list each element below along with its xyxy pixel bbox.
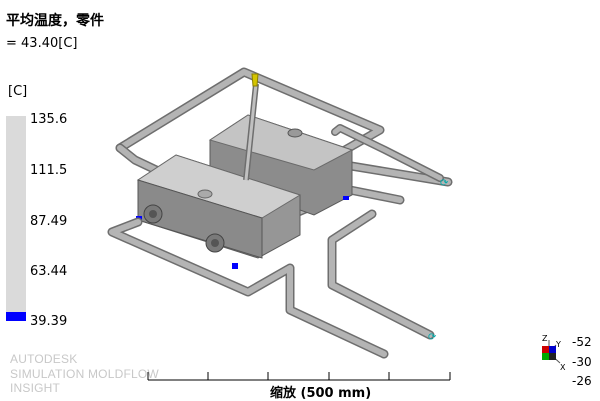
axis-label-y: Y [555,340,561,349]
color-legend-fill [6,312,26,321]
legend-tick: 39.39 [30,314,68,329]
brand-line: AUTODESK [10,352,78,366]
color-legend-bar [6,116,26,321]
hot-spot-marker [232,263,238,269]
scale-ruler [147,372,451,381]
coolant-inlet-icon: ⟳ [428,332,437,343]
legend-tick: 87.49 [30,214,68,229]
brand-line: SIMULATION MOLDFLOW [10,367,159,381]
injection-point-icon [251,73,259,87]
axis-label-z: Z [542,334,548,343]
brand-line: INSIGHT [10,381,61,395]
rotation-value: -52 [572,335,592,349]
legend-tick: 111.5 [30,163,68,178]
legend-unit: [C] [8,84,28,99]
legend-tick: 135.6 [30,112,68,127]
result-value: = 43.40[C] [6,36,78,51]
result-title: 平均温度，零件 [6,13,104,29]
sprue [243,73,259,181]
rotation-value: -26 [572,374,592,388]
legend-tick: 63.44 [30,264,68,279]
cooling-channels-front [107,209,435,359]
rotation-value: -30 [572,355,592,369]
coolant-inlet-icon: ⟳ [440,178,449,189]
scale-label: 缩放 (500 mm) [270,386,372,401]
molded-part [136,114,354,269]
orientation-triad[interactable]: Z Y X [542,334,566,372]
coolant-inlets: ⟳ ⟳ [428,178,449,343]
axis-label-x: X [560,363,566,372]
hot-spot-marker [343,196,349,200]
